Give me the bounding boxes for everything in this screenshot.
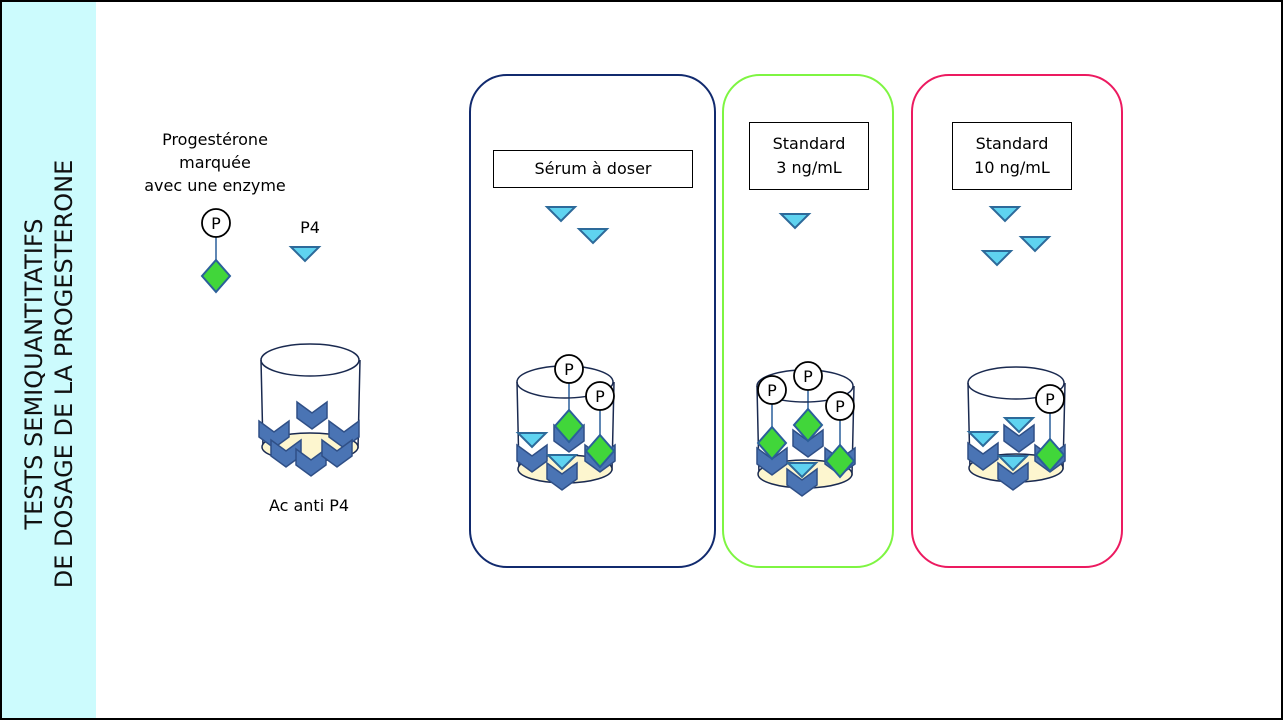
standard-10-label-box: Standard 10 ng/mL <box>952 122 1072 190</box>
enzyme-diamond-icon <box>201 259 231 293</box>
legend-line-2: marquée <box>179 153 251 172</box>
legend-line-3: avec une enzyme <box>144 176 286 195</box>
standard-3-panel <box>722 74 894 568</box>
labeled-progesterone-icon <box>201 208 231 293</box>
serum-label: Sérum à doser <box>534 159 652 178</box>
standard-10-panel <box>911 74 1123 568</box>
standard-3-label-box: Standard 3 ng/mL <box>749 122 869 190</box>
std10-well-icon <box>967 366 1066 491</box>
antibody-label: Ac anti P4 <box>268 496 350 515</box>
antibody-well-icon <box>258 343 361 477</box>
p4-triangle-icon <box>290 246 320 262</box>
legend-line-1: Progestérone <box>162 130 268 149</box>
standard-10-label-line-1: Standard <box>975 134 1049 153</box>
serum-label-box: Sérum à doser <box>493 150 693 188</box>
serum-well-icon <box>516 354 616 491</box>
serum-panel <box>469 74 716 568</box>
p4-label: P4 <box>300 218 320 237</box>
standard-3-label-line-1: Standard <box>772 134 846 153</box>
standard-3-label-line-2: 3 ng/mL <box>776 158 842 177</box>
std3-well-icon <box>756 361 856 497</box>
standard-10-label-line-2: 10 ng/mL <box>974 158 1050 177</box>
side-band <box>2 2 96 718</box>
labeled-progesterone-label: Progestérone marquée avec une enzyme <box>120 128 310 197</box>
p-circle-icon <box>201 208 231 238</box>
